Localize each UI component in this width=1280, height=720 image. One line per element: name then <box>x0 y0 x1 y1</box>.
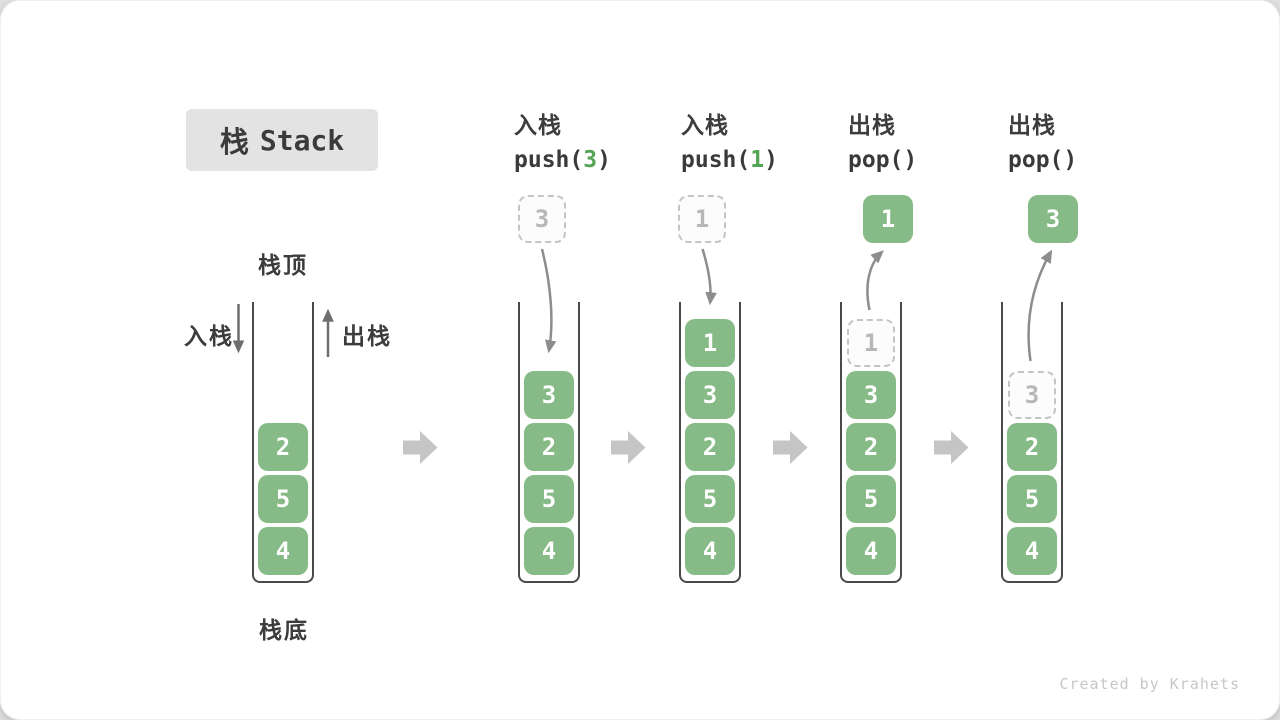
stack-item-box: 2 <box>685 423 735 471</box>
stack-frame-3 <box>679 302 741 583</box>
push-side-label: 入栈 <box>184 324 234 350</box>
operation-name: 出栈 <box>848 113 896 139</box>
operation-code: pop() <box>848 147 917 173</box>
stack-item-box: 2 <box>846 423 896 471</box>
ghost-item-box: 3 <box>1008 371 1056 419</box>
operation-code: push(3) <box>514 147 611 173</box>
popped-item-box: 3 <box>1028 195 1078 243</box>
code-post: ) <box>597 147 611 173</box>
stack-item-box: 3 <box>685 371 735 419</box>
watermark: Created by Krahets <box>1059 675 1240 693</box>
stack-item-box: 5 <box>524 475 574 523</box>
stack-item-box: 3 <box>524 371 574 419</box>
title-en: Stack <box>259 123 345 157</box>
code-pre: pop( <box>848 147 904 173</box>
operation-label-pop-2: 出栈 pop() <box>1008 106 1077 173</box>
stack-item-box: 2 <box>258 423 308 471</box>
stack-frame-5 <box>1001 302 1063 583</box>
code-arg: 3 <box>583 147 598 173</box>
stack-item-box: 4 <box>685 527 735 575</box>
code-pre: push( <box>514 147 584 173</box>
title-box: 栈 Stack <box>186 109 378 171</box>
stack-top-label: 栈顶 <box>258 253 308 279</box>
code-post: ) <box>903 147 918 173</box>
stack-item-box: 3 <box>846 371 896 419</box>
code-pre: push( <box>681 147 751 173</box>
stack-item-box: 2 <box>1007 423 1057 471</box>
operation-label-pop-1: 出栈 pop() <box>848 106 917 173</box>
incoming-item-box: 1 <box>678 195 726 243</box>
code-post: ) <box>764 147 778 173</box>
incoming-item-box: 3 <box>518 195 566 243</box>
code-arg: 1 <box>750 147 765 173</box>
operation-name: 入栈 <box>681 113 729 139</box>
stack-frame-1 <box>252 302 314 583</box>
ghost-item-box: 1 <box>847 319 895 367</box>
stack-frame-2 <box>518 302 580 583</box>
stack-item-box: 5 <box>846 475 896 523</box>
stack-item-box: 2 <box>524 423 574 471</box>
stack-item-box: 4 <box>1007 527 1057 575</box>
popped-item-box: 1 <box>863 195 913 243</box>
stack-item-box: 4 <box>258 527 308 575</box>
operation-label-push-1: 入栈 push(1) <box>681 106 778 173</box>
operation-code: pop() <box>1008 147 1077 173</box>
code-post: ) <box>1063 147 1078 173</box>
pop-side-label: 出栈 <box>342 324 392 350</box>
title-cn: 栈 <box>219 125 249 159</box>
stack-item-box: 5 <box>685 475 735 523</box>
operation-name: 出栈 <box>1008 113 1056 139</box>
stack-item-box: 1 <box>685 319 735 367</box>
stack-item-box: 5 <box>1007 475 1057 523</box>
operation-name: 入栈 <box>514 113 562 139</box>
stack-item-box: 5 <box>258 475 308 523</box>
stack-item-box: 4 <box>846 527 896 575</box>
stack-item-box: 4 <box>524 527 574 575</box>
stack-bottom-label: 栈底 <box>259 618 309 644</box>
stack-frame-4 <box>840 302 902 583</box>
operation-code: push(1) <box>681 147 778 173</box>
code-pre: pop( <box>1008 147 1064 173</box>
operation-label-push-3: 入栈 push(3) <box>514 106 611 173</box>
